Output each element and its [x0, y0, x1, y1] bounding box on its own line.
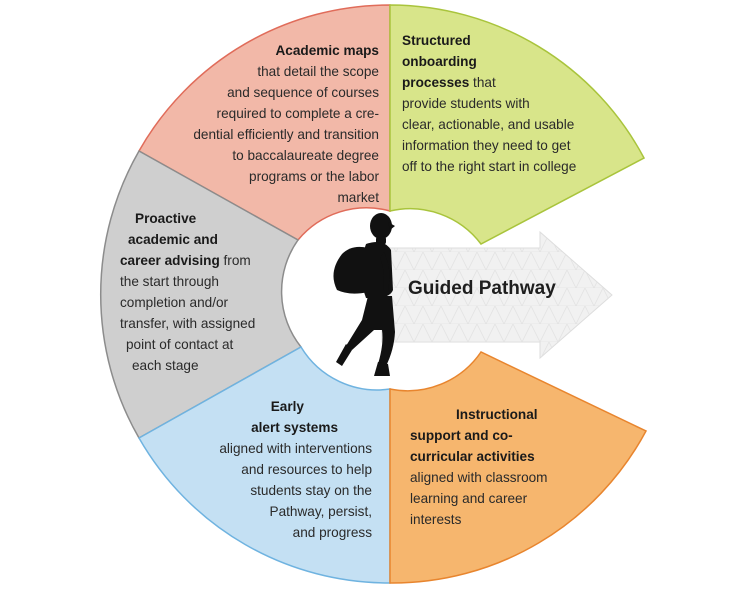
academic-maps-title: Academic maps — [275, 43, 379, 58]
early-alert-line: students stay on the — [250, 483, 372, 498]
early-alert-title: alert systems — [251, 420, 338, 435]
early-alert-line: aligned with interventions — [219, 441, 372, 456]
segment-onboarding — [389, 4, 646, 245]
pathway-arrow-pattern — [382, 232, 612, 358]
early-alert-line: and resources to help — [241, 462, 372, 477]
onboarding-title: Structured — [402, 33, 471, 48]
segment-instructional — [389, 351, 648, 584]
onboarding-title: onboarding — [402, 54, 477, 69]
instructional-line: aligned with classroom — [410, 470, 548, 485]
academic-maps-line: to baccalaureate degree — [232, 148, 379, 163]
early-alert-text: Early alert systems aligned with interve… — [219, 396, 372, 543]
advising-line: point of contact at — [126, 337, 234, 352]
onboarding-text: Structured onboarding processes that pro… — [402, 30, 576, 177]
segment-early-alert — [137, 345, 391, 584]
instructional-title: support and co- — [410, 428, 513, 443]
advising-title: career advising — [120, 253, 220, 268]
early-alert-line: and progress — [292, 525, 372, 540]
academic-maps-line: programs or the labor — [249, 169, 379, 184]
academic-maps-line: dential efficiently and transition — [193, 127, 379, 142]
early-alert-line: Pathway, persist, — [269, 504, 373, 519]
instructional-title: curricular activities — [410, 449, 535, 464]
early-alert-title: Early — [270, 399, 304, 414]
onboarding-title: processes — [402, 75, 470, 90]
advising-line: each stage — [132, 358, 199, 373]
onboarding-line: off to the right start in college — [402, 159, 577, 174]
onboarding-line: clear, actionable, and usable — [402, 117, 575, 132]
advising-title: academic and — [128, 232, 218, 247]
advising-line: completion and/or — [120, 295, 229, 310]
advising-text: Proactive academic and career advising f… — [120, 208, 255, 376]
instructional-line: learning and career — [410, 491, 528, 506]
onboarding-line: information they need to get — [402, 138, 571, 153]
center-label: Guided Pathway — [408, 278, 556, 299]
walking-student-icon — [333, 213, 395, 376]
academic-maps-text: Academic maps that detail the scope and … — [193, 40, 379, 208]
segment-academic-maps — [137, 4, 391, 241]
advising-line: transfer, with assigned — [120, 316, 256, 331]
academic-maps-line: and sequence of courses — [227, 85, 379, 100]
instructional-text: Instructional support and co- curricular… — [410, 404, 548, 530]
academic-maps-line: required to complete a cre- — [216, 106, 379, 121]
advising-title-tail: from — [219, 253, 251, 268]
advising-line: the start through — [120, 274, 219, 289]
segment-advising — [99, 149, 303, 440]
academic-maps-line: that detail the scope — [257, 64, 379, 79]
instructional-line: interests — [410, 512, 462, 527]
onboarding-title-tail: that — [469, 75, 496, 90]
academic-maps-line: market — [337, 190, 379, 205]
instructional-title: Instructional — [456, 407, 538, 422]
onboarding-line: provide students with — [402, 96, 530, 111]
advising-title: Proactive — [135, 211, 197, 226]
